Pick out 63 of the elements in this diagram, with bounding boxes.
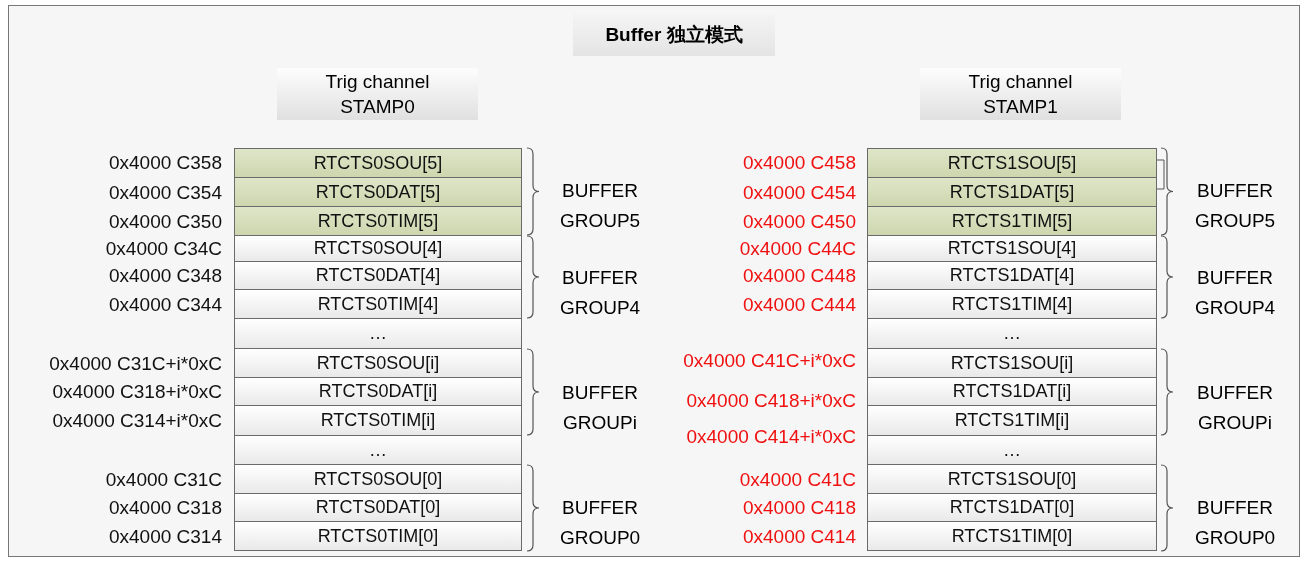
register-cell: RTCTS1DAT[i] [867, 378, 1157, 406]
register-cell: RTCTS0SOU[i] [234, 349, 522, 378]
address-label: 0x4000 C444 [742, 293, 856, 316]
address-label: 0x4000 C454 [742, 181, 856, 204]
address-label: 0x4000 C354 [108, 181, 222, 204]
register-cell: … [234, 436, 522, 465]
address-label: 0x4000 C314 [108, 525, 222, 548]
register-cell: RTCTS1SOU[5] [867, 148, 1157, 178]
register-cell: RTCTS1TIM[i] [867, 406, 1157, 436]
address-label: 0x4000 C348 [108, 265, 222, 287]
group-label: BUFFER GROUPi [1196, 381, 1274, 435]
group-label: BUFFER GROUP4 [1193, 266, 1277, 320]
register-cell: RTCTS0TIM[5] [234, 207, 522, 236]
register-cell: … [867, 319, 1157, 349]
register-cell: RTCTS0DAT[i] [234, 378, 522, 406]
address-label: 0x4000 C31C+i*0xC [49, 352, 222, 375]
address-label: 0x4000 C414 [742, 525, 856, 548]
register-cell: RTCTS0DAT[5] [234, 178, 522, 207]
address-label: 0x4000 C450 [742, 210, 856, 233]
address-label: 0x4000 C41C [739, 468, 856, 491]
group-label: BUFFER GROUP0 [1193, 496, 1277, 550]
address-label: 0x4000 C458 [742, 152, 856, 174]
register-cell: RTCTS1DAT[0] [867, 494, 1157, 522]
register-cell: … [867, 436, 1157, 465]
register-cell: RTCTS1DAT[4] [867, 262, 1157, 290]
channel-header: Trig channel STAMP0 [277, 68, 478, 120]
group-label: BUFFER GROUP0 [558, 496, 642, 550]
register-cell: RTCTS1SOU[i] [867, 349, 1157, 378]
register-cell: RTCTS1TIM[4] [867, 290, 1157, 319]
register-cell: RTCTS0TIM[0] [234, 522, 522, 551]
register-cell: RTCTS0SOU[0] [234, 465, 522, 494]
register-cell: RTCTS0TIM[i] [234, 406, 522, 436]
address-label: 0x4000 C418 [742, 497, 856, 519]
register-cell: RTCTS1TIM[0] [867, 522, 1157, 551]
group-label: BUFFER GROUP5 [1193, 179, 1277, 233]
address-label: 0x4000 C414+i*0xC [686, 426, 856, 448]
address-label: 0x4000 C41C+i*0xC [683, 350, 856, 372]
address-label: 0x4000 C318+i*0xC [52, 381, 222, 403]
register-cell: RTCTS0SOU[5] [234, 148, 522, 178]
register-cell: RTCTS0TIM[4] [234, 290, 522, 319]
channel-header: Trig channel STAMP1 [920, 68, 1121, 120]
register-cell: … [234, 319, 522, 349]
address-label: 0x4000 C318 [108, 497, 222, 519]
group-label: BUFFER GROUPi [561, 381, 639, 435]
address-label: 0x4000 C34C [105, 238, 222, 260]
register-cell: RTCTS0SOU[4] [234, 236, 522, 262]
address-label: 0x4000 C31C [105, 468, 222, 491]
address-label: 0x4000 C418+i*0xC [686, 390, 856, 412]
group-label: BUFFER GROUP4 [558, 266, 642, 320]
register-cell: RTCTS1SOU[4] [867, 236, 1157, 262]
address-label: 0x4000 C44C [739, 238, 856, 260]
title-banner: Buffer 独立模式 [573, 14, 775, 56]
address-label: 0x4000 C358 [108, 152, 222, 174]
address-label: 0x4000 C344 [108, 293, 222, 316]
register-cell: RTCTS0DAT[0] [234, 494, 522, 522]
address-label: 0x4000 C448 [742, 265, 856, 287]
address-label: 0x4000 C314+i*0xC [52, 410, 222, 432]
register-cell: RTCTS1SOU[0] [867, 465, 1157, 494]
group-label: BUFFER GROUP5 [558, 179, 642, 233]
register-cell: RTCTS1TIM[5] [867, 207, 1157, 236]
register-cell: RTCTS1DAT[5] [867, 178, 1157, 207]
address-label: 0x4000 C350 [108, 210, 222, 233]
register-cell: RTCTS0DAT[4] [234, 262, 522, 290]
